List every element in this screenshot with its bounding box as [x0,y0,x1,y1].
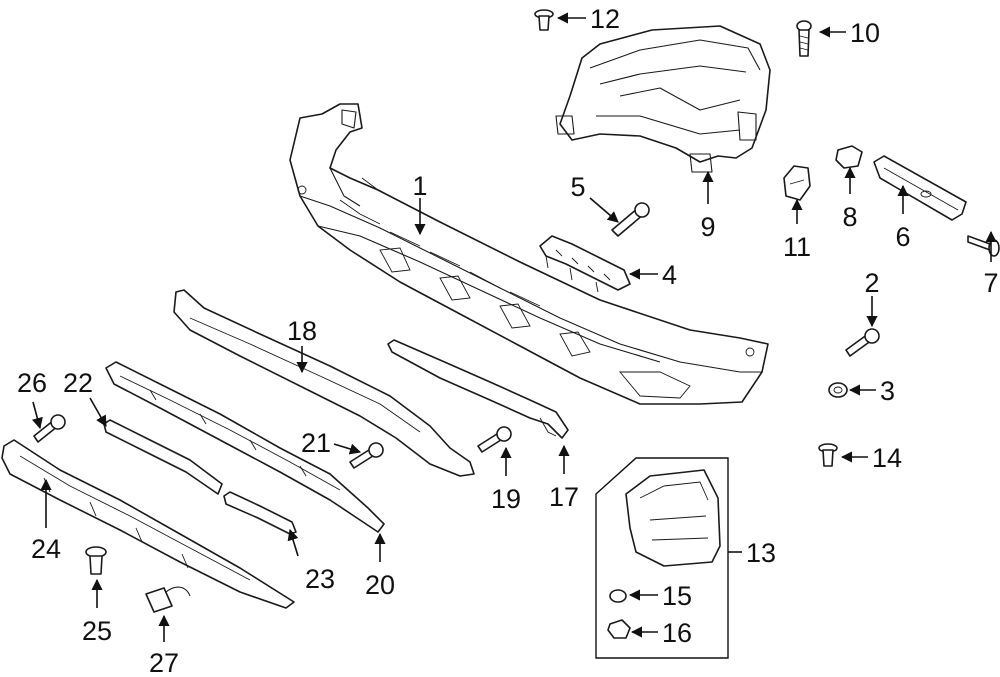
bracket-6-part [873,155,967,221]
strip-23-part [223,491,297,535]
bolt-21-part [349,442,384,469]
callout-25: 25 [82,616,112,646]
callout-27: 27 [149,648,179,677]
push-pin-25-part [85,546,107,575]
callout-18: 18 [287,316,317,346]
callout-16: 16 [662,618,692,648]
connector-27-part [145,586,191,613]
callout-17: 17 [549,482,579,512]
callout-11: 11 [783,232,811,262]
bracket-4-part [539,235,631,293]
callout-1: 1 [412,171,427,201]
bolt-26-part [33,414,66,443]
callout-20: 20 [365,570,395,600]
callout-12: 12 [590,4,620,34]
trim-strip-17-part [387,339,569,439]
nut-3-part [828,382,848,398]
callout-21: 21 [301,428,331,458]
callout-23: 23 [305,564,335,594]
molding-18-part [173,289,475,477]
callout-14: 14 [872,443,902,473]
callout-6: 6 [895,222,910,252]
reinforcement-20-part [105,361,385,533]
push-pin-14-part [818,443,838,467]
bolt-2-part [845,328,880,357]
callout-19: 19 [491,484,521,514]
parts-group-box-13 [595,457,729,659]
callout-26: 26 [17,368,47,398]
callout-7: 7 [983,268,998,298]
leader-lines [31,12,997,642]
nut-16-part [607,619,631,639]
callout-9: 9 [700,212,715,242]
callout-labels: 1 2 3 4 5 6 7 8 9 10 11 12 13 14 15 16 1… [17,4,999,677]
callout-13: 13 [746,538,776,568]
push-pin-12-part [534,9,554,31]
nut-clip-8-part [835,145,863,169]
bolt-7-part [967,235,1000,257]
upper-absorber-part [555,25,771,173]
callout-15: 15 [662,581,692,611]
callout-22: 22 [63,368,93,398]
bolt-19-part [477,426,512,453]
callout-4: 4 [662,260,677,290]
callout-10: 10 [850,18,880,48]
callout-5: 5 [570,172,585,202]
bumper-cover-part [289,103,769,405]
nut-15-part [609,589,627,603]
callout-3: 3 [880,376,895,406]
clip-11-part [783,165,811,201]
bolt-5-part [611,202,650,237]
skid-plate-24-part [1,439,295,609]
callout-2: 2 [864,268,879,298]
bolt-10-part [796,20,812,57]
callout-24: 24 [31,534,61,564]
strip-22-part [103,419,223,495]
callout-8: 8 [842,202,857,232]
